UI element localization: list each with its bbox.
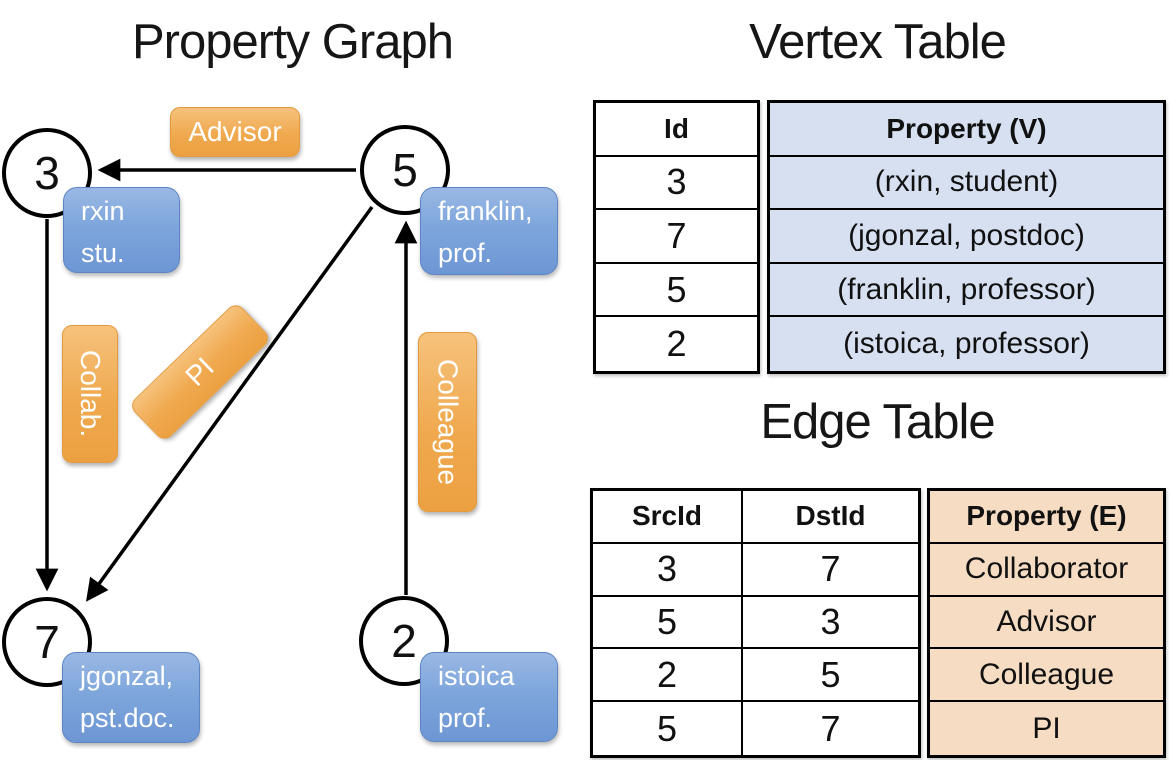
edge-dstid-cell: 5	[743, 649, 918, 703]
vertex-label-line: stu.	[81, 238, 125, 268]
edge-srcid-cell: 5	[593, 596, 743, 650]
vertex-property-cell: (istoica, professor)	[770, 317, 1163, 371]
vertex-label-rxin: rxin stu.	[63, 187, 180, 273]
vertex-property-cell: (franklin, professor)	[770, 263, 1163, 318]
edge-property-cell: PI	[930, 702, 1163, 755]
edge-pi-5-to-7	[85, 205, 374, 602]
vertex-label-line: prof.	[438, 238, 493, 268]
vertex-label-line: pst.doc.	[80, 703, 175, 733]
edge-table-srcid-header: SrcId	[593, 491, 743, 544]
edge-dstid-cell: 7	[820, 707, 841, 749]
edge-table-dstid-header: DstId	[743, 491, 918, 544]
vertex-label-line: rxin	[81, 196, 125, 226]
vertex-property-cell: (rxin, student)	[770, 156, 1163, 211]
vertex-id-cell: 3	[596, 157, 757, 211]
edge-property-cell: Colleague	[930, 649, 1163, 703]
vertex-property-cell: (jgonzal, postdoc)	[770, 210, 1163, 264]
edge-label-collab: Collab.	[62, 325, 118, 463]
edge-dstid-cell: 3	[743, 597, 918, 650]
node-2: 2	[359, 596, 449, 686]
vertex-table-id-column: Id 3 7 5 2	[593, 100, 760, 374]
edge-dstid-cell: 7	[743, 544, 918, 597]
edge-table-property-column: Property (E) Collaborator Advisor Collea…	[927, 488, 1166, 758]
edge-property-cell: Advisor	[930, 596, 1163, 650]
edge-table: SrcId DstId 3 7 5 3 2 5 5 7 Property (E)…	[590, 488, 1166, 758]
edge-label-colleague: Colleague	[418, 332, 477, 512]
vertex-id-cell: 7	[596, 210, 757, 264]
vertex-table-id-header: Id	[596, 103, 757, 157]
edge-srcid-cell: 5	[593, 702, 743, 755]
vertex-table-property-column: Property (V) (rxin, student) (jgonzal, p…	[767, 100, 1166, 374]
edge-table-property-header: Property (E)	[930, 491, 1163, 544]
vertex-table-property-header: Property (V)	[770, 103, 1163, 157]
vertex-id-cell: 2	[666, 323, 687, 365]
edge-srcid-cell: 2	[593, 649, 743, 703]
graph-edges	[35, 158, 418, 602]
vertex-label-line: prof.	[438, 703, 493, 733]
vertex-table-title: Vertex Table	[749, 15, 1007, 69]
vertex-label-jgonzal: jgonzal, pst.doc.	[62, 652, 200, 743]
edge-table-title: Edge Table	[760, 395, 995, 449]
edge-property-cell: Collaborator	[930, 543, 1163, 597]
edge-table-ids-columns: SrcId DstId 3 7 5 3 2 5 5 7	[590, 488, 921, 758]
property-graph-title: Property Graph	[132, 15, 454, 69]
vertex-table: Id 3 7 5 2 Property (V) (rxin, student) …	[593, 100, 1166, 374]
vertex-label-line: jgonzal,	[80, 661, 174, 691]
vertex-label-line: franklin,	[438, 196, 533, 226]
vertex-label-franklin: franklin, prof.	[420, 187, 558, 275]
vertex-label-line: istoica	[438, 661, 515, 691]
edge-label-advisor: Advisor	[170, 107, 300, 157]
vertex-id-cell: 5	[596, 264, 757, 318]
node-5: 5	[360, 125, 450, 215]
vertex-label-istoica: istoica prof.	[420, 652, 558, 742]
edge-srcid-cell: 3	[593, 543, 743, 597]
